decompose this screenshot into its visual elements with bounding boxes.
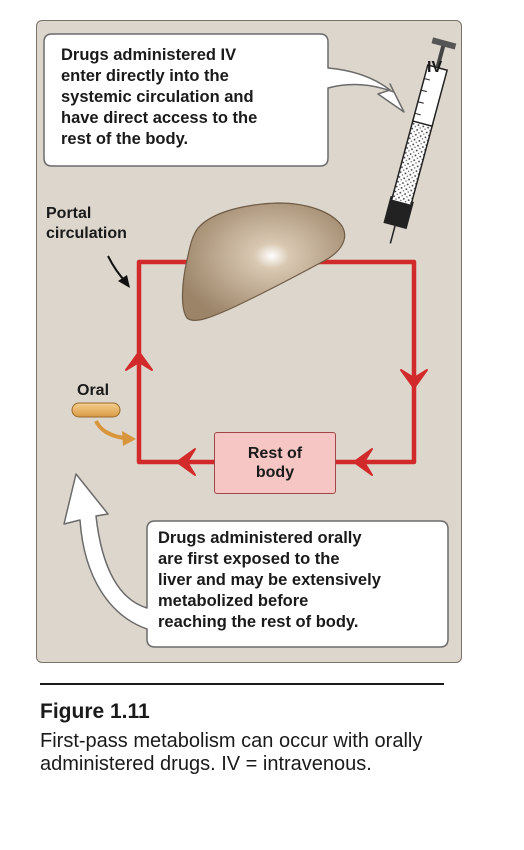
syringe-icon	[383, 37, 457, 244]
figure-number: Figure 1.11	[40, 700, 150, 723]
liver-illustration	[181, 202, 346, 321]
iv-callout	[43, 33, 405, 167]
iv-label: IV	[427, 59, 443, 76]
caption-divider	[40, 683, 444, 685]
bottom-left-arrow-right-segment	[353, 448, 373, 476]
iv-callout-text: Drugs administered IV enter directly int…	[61, 46, 258, 148]
portal-pointer-arrow	[107, 255, 130, 288]
oral-pill-icon	[71, 402, 121, 418]
rest-of-body-box: Rest of body	[214, 432, 336, 494]
right-down-arrow	[400, 369, 428, 389]
oral-callout-text: Drugs administered orally are first expo…	[158, 529, 381, 631]
bottom-left-arrow-left-segment	[176, 448, 196, 476]
pill-to-circulation-arrow	[94, 420, 136, 446]
figure-caption: First-pass metabolism can occur with ora…	[40, 730, 423, 775]
oral-label: Oral	[77, 382, 110, 399]
oral-callout	[63, 473, 449, 648]
left-up-arrow	[125, 351, 153, 371]
rest-of-body-label: Rest of body	[247, 445, 303, 481]
portal-circulation-label: Portal circulation	[46, 205, 127, 242]
